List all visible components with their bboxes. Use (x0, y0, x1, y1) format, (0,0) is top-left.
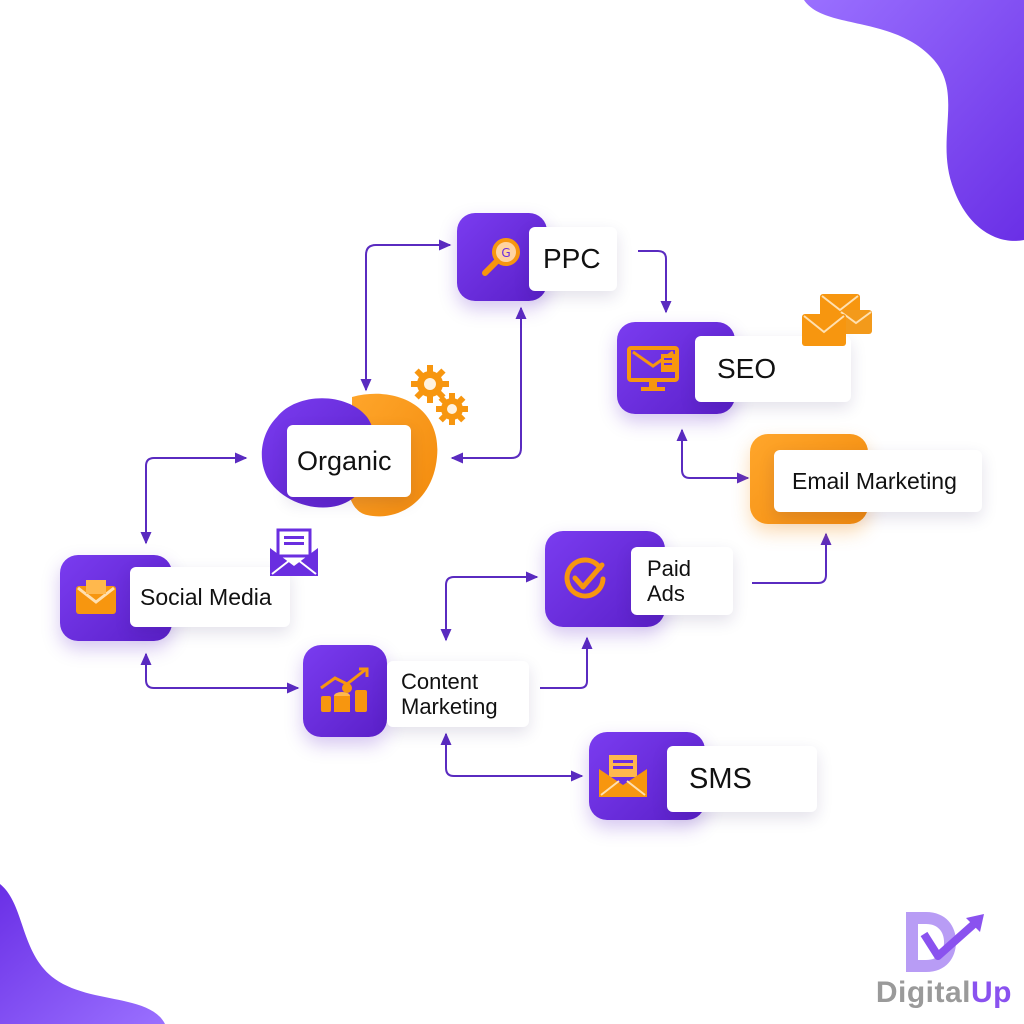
arrow-content-paidads-loop (440, 571, 539, 642)
arrow-social-organic (140, 452, 248, 545)
content-marketing-card: Content Marketing (387, 661, 529, 727)
paid-ads-card: Paid Ads (631, 547, 733, 615)
node-content-marketing: Content Marketing (303, 645, 533, 737)
mail-icon (599, 755, 647, 797)
arrow-paidads-email (752, 532, 832, 584)
email-marketing-label: Email Marketing (792, 467, 957, 494)
monitor-mail-icon (627, 346, 679, 391)
arrow-social-content (140, 652, 300, 694)
brand: DigitalUp (862, 910, 1012, 1010)
seo-label: SEO (717, 353, 777, 384)
sms-label: SMS (689, 762, 752, 795)
social-media-label: Social Media (140, 583, 272, 610)
arrow-organic-ppc (360, 239, 452, 392)
floating-envelope-icon (270, 528, 318, 576)
mail-icon (76, 580, 116, 614)
check-circle-icon (564, 557, 606, 599)
node-social-media: Social Media (60, 555, 292, 643)
arrow-content-paidads (540, 636, 593, 689)
ppc-card: PPC (529, 227, 617, 291)
seo-card: SEO (695, 336, 851, 402)
arrow-seo-email (676, 428, 750, 484)
organic-card: Organic (287, 425, 411, 497)
node-sms: SMS (589, 732, 821, 822)
magnifier-icon: G (482, 238, 520, 276)
sms-card: SMS (667, 746, 817, 812)
node-paid-ads: Paid Ads (545, 531, 735, 629)
content-marketing-label-line1: Content (401, 669, 479, 694)
brand-name-part1: Digital (875, 976, 971, 1009)
brand-name-part2: Up (971, 976, 1012, 1009)
svg-text:G: G (501, 246, 510, 260)
social-media-card: Social Media (130, 567, 290, 627)
paid-ads-label-line1: Paid (647, 556, 692, 581)
chart-coins-icon (320, 667, 369, 712)
floating-mail-icon (802, 294, 872, 346)
corner-blob-bottom-left (0, 884, 165, 1024)
arrow-content-sms (440, 732, 584, 782)
node-ppc: G PPC (457, 213, 622, 305)
paid-ads-label-line2: Ads (647, 581, 685, 606)
node-seo: SEO (617, 322, 857, 416)
arrow-ppc-seo (638, 250, 672, 314)
brand-name: DigitalUp (876, 976, 1012, 1010)
digitalup-logo-icon (906, 912, 984, 972)
organic-label: Organic (297, 445, 392, 476)
content-marketing-label-line2: Marketing (401, 694, 498, 719)
ppc-label: PPC (543, 243, 601, 274)
gears-icon (411, 365, 468, 425)
content-marketing-tile (303, 645, 387, 737)
node-email-marketing: Email Marketing (750, 434, 986, 526)
node-organic: Organic (257, 387, 457, 522)
email-marketing-card: Email Marketing (774, 450, 982, 512)
arrow-ppc-organic (450, 306, 527, 464)
corner-blob-top-right (804, 0, 1024, 241)
